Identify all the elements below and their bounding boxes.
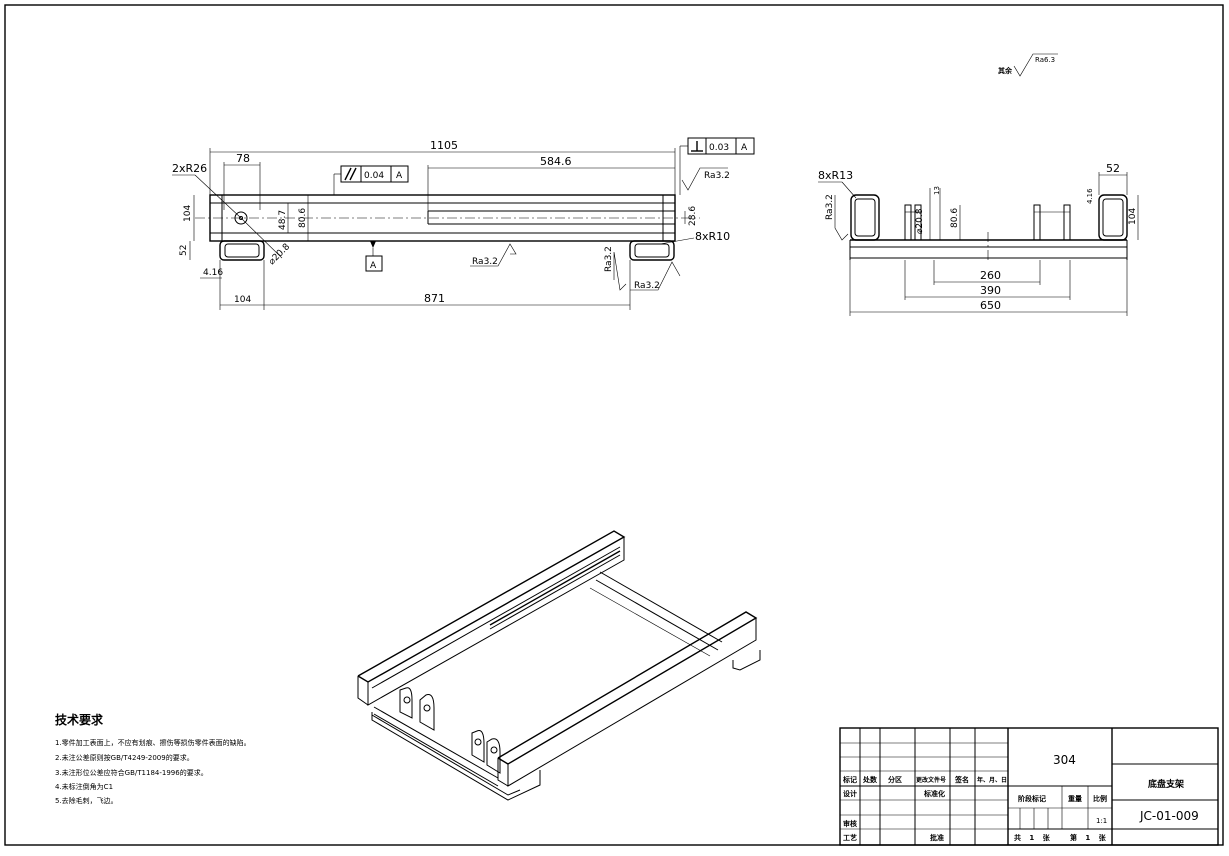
- datum-label: A: [370, 261, 377, 271]
- svg-text:阶段标记: 阶段标记: [1018, 794, 1046, 803]
- dim-80-6: 80.6: [298, 208, 308, 228]
- dim-4-16: 4.16: [203, 268, 223, 278]
- svg-text:A: A: [396, 171, 403, 181]
- dim-4-16-side: 4.16: [1086, 188, 1094, 204]
- svg-text:设计: 设计: [843, 789, 857, 798]
- hole-circle: [234, 211, 248, 225]
- dim-52-top: 52: [1106, 162, 1120, 175]
- svg-text:处数: 处数: [862, 775, 878, 784]
- hole-diameter: ⌀20.8: [267, 242, 292, 267]
- roughness-side-left: Ra3.2: [825, 194, 835, 220]
- dim-78: 78: [236, 152, 250, 165]
- svg-text:第 1 张: 第 1 张: [1070, 833, 1107, 842]
- tech-req-item: 4.未标注倒角为C1: [55, 782, 113, 791]
- datum-triangle: [370, 241, 376, 248]
- drawing-number: JC-01-009: [1139, 809, 1199, 823]
- tech-req-item: 1.零件加工表面上，不应有划痕、擦伤等损伤零件表面的缺陷。: [55, 738, 251, 747]
- svg-text:标准化: 标准化: [923, 789, 945, 798]
- svg-text:年、月、日: 年、月、日: [977, 776, 1007, 784]
- svg-text:比例: 比例: [1093, 794, 1107, 803]
- isometric-view: [357, 530, 761, 801]
- technical-requirements: 技术要求 1.零件加工表面上，不应有划痕、擦伤等损伤零件表面的缺陷。 2.未注公…: [55, 712, 251, 805]
- svg-text:更改文件号: 更改文件号: [916, 776, 946, 784]
- material-value: 304: [1053, 753, 1076, 767]
- svg-text:工艺: 工艺: [843, 833, 857, 842]
- svg-text:分区: 分区: [888, 775, 902, 784]
- radius-8xr13: 8xR13: [818, 169, 853, 182]
- tech-req-item: 5.去除毛刺，飞边。: [55, 796, 118, 805]
- radius-2xr26: 2xR26: [172, 162, 207, 175]
- tolerance-perpendicular: 0.03 A: [679, 137, 755, 195]
- sheet-border: [4, 4, 1224, 846]
- svg-text:共 1 张: 共 1 张: [1014, 833, 1051, 842]
- svg-text:0.03: 0.03: [709, 143, 729, 153]
- hole-diameter-side: ⌀20.8: [915, 208, 925, 234]
- dim-1105: 1105: [430, 139, 458, 152]
- dim-260: 260: [980, 269, 1001, 282]
- svg-text:审核: 审核: [843, 819, 857, 828]
- roughness-bottom: Ra3.2: [472, 257, 498, 267]
- svg-text:0.04: 0.04: [364, 171, 384, 181]
- svg-text:重量: 重量: [1068, 794, 1082, 803]
- general-roughness: 其余 Ra6.3: [998, 53, 1058, 77]
- left-foot: [219, 240, 265, 261]
- tech-req-item: 2.未注公差原则按GB/T4249-2009的要求。: [55, 753, 194, 762]
- title-block: 304 底盘支架 JC-01-009 1:1 标记 处数 分区 更改文件号 签名…: [839, 727, 1219, 846]
- svg-text:其余: 其余: [998, 66, 1013, 75]
- right-tube: [1098, 194, 1128, 241]
- dim-650: 650: [980, 299, 1001, 312]
- lug-iso: [399, 687, 413, 719]
- dim-104-bottom: 104: [234, 295, 251, 305]
- dim-52-vertical: 52: [179, 245, 189, 256]
- dim-48-7: 48.7: [278, 210, 288, 230]
- dim-104-vertical: 104: [183, 205, 193, 222]
- tolerance-parallel: 0.04 A: [333, 165, 409, 195]
- roughness-right-top: Ra3.2: [704, 171, 730, 181]
- svg-text:A: A: [741, 143, 748, 153]
- scale-value: 1:1: [1096, 817, 1107, 825]
- dim-584-6: 584.6: [540, 155, 572, 168]
- dim-80-6-side: 80.6: [950, 208, 960, 228]
- svg-text:批准: 批准: [930, 833, 944, 842]
- datum-box: [365, 255, 383, 272]
- tech-req-item: 3.未注形位公差应符合GB/T1184-1996的要求。: [55, 768, 208, 777]
- roughness-right-bottom: Ra3.2: [634, 281, 660, 291]
- radius-8xr10: 8xR10: [695, 230, 730, 243]
- dim-28-6: 28.6: [688, 206, 698, 226]
- svg-text:签名: 签名: [954, 775, 969, 784]
- svg-text:Ra6.3: Ra6.3: [1035, 56, 1055, 64]
- part-name: 底盘支架: [1148, 778, 1184, 790]
- svg-text:标记: 标记: [842, 775, 857, 784]
- front-view: 1105 584.6 78 2xR26 ⌀20.8 0.04 A: [172, 137, 755, 310]
- tech-req-title: 技术要求: [55, 712, 104, 727]
- right-foot: [629, 240, 675, 261]
- roughness-right-side: Ra3.2: [604, 246, 614, 272]
- dim-104-side: 104: [1128, 208, 1138, 225]
- side-view: 8xR13 Ra3.2 52 104 4.16 13 ⌀20.8 80.6 26…: [818, 162, 1139, 316]
- dim-13: 13: [933, 186, 941, 195]
- dim-871: 871: [424, 292, 445, 305]
- lug: [904, 204, 912, 241]
- dim-390: 390: [980, 284, 1001, 297]
- left-tube: [850, 194, 880, 241]
